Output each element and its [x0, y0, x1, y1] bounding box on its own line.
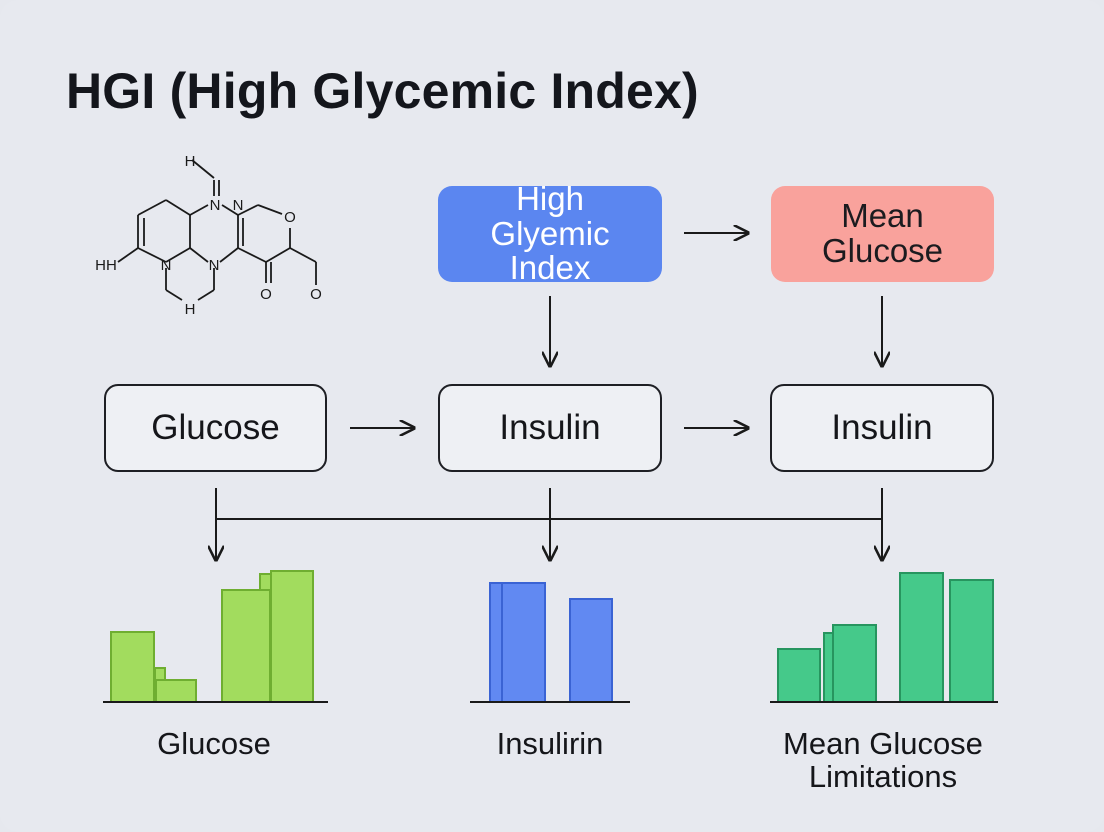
- atom-label: O: [260, 286, 272, 303]
- insulin-bar: [569, 598, 613, 703]
- glucose-bar: [110, 631, 155, 703]
- atom-label: N: [233, 197, 244, 214]
- atom-label: O: [310, 286, 322, 303]
- insulin-bar: [501, 582, 546, 703]
- atom-label: N: [209, 257, 220, 274]
- insulin-label: Insulin: [499, 407, 601, 447]
- atom-label: H: [185, 301, 196, 318]
- mean-bar: [777, 648, 821, 703]
- glucose-chart-label: Glucose: [157, 726, 271, 761]
- glucose-bar: [155, 679, 197, 703]
- mean-glucose-box: Mean Glucose: [771, 186, 994, 282]
- mean-bar: [949, 579, 994, 703]
- glucose-bar: [221, 589, 271, 703]
- mean-glucose-chart-label: Mean Glucose Limitations: [752, 727, 1014, 794]
- atom-label: N: [161, 257, 172, 274]
- atom-label: HH: [95, 257, 117, 274]
- mean-glucose-bars: [770, 572, 998, 703]
- glucose-bar: [270, 570, 314, 703]
- insulin-box-right: Insulin: [770, 384, 994, 472]
- mean-glucose-chart-label-line2: Limitations: [808, 759, 958, 795]
- insulin-box-middle: Insulin: [438, 384, 662, 472]
- insulin-chart-label: Insulirin: [496, 726, 604, 761]
- mean-bar: [832, 624, 877, 703]
- high-glycemic-index-label: High Glyemic Index: [490, 180, 610, 287]
- glucose-bars: [103, 570, 328, 703]
- mean-bar: [899, 572, 944, 703]
- atom-label: N: [210, 197, 221, 214]
- mean-glucose-chart-label-line1: Mean Glucose: [783, 726, 983, 761]
- glucose-label: Glucose: [151, 407, 280, 447]
- insulin-label: Insulin: [831, 407, 933, 447]
- insulin-bars: [470, 582, 630, 703]
- high-glycemic-index-box: High Glyemic Index: [438, 181, 662, 285]
- page-title: HGI (High Glycemic Index): [66, 63, 699, 119]
- atom-label: O: [284, 209, 296, 226]
- atom-label: H: [185, 153, 196, 170]
- mean-glucose-label: Mean Glucose: [821, 197, 944, 269]
- glucose-box: Glucose: [104, 384, 327, 472]
